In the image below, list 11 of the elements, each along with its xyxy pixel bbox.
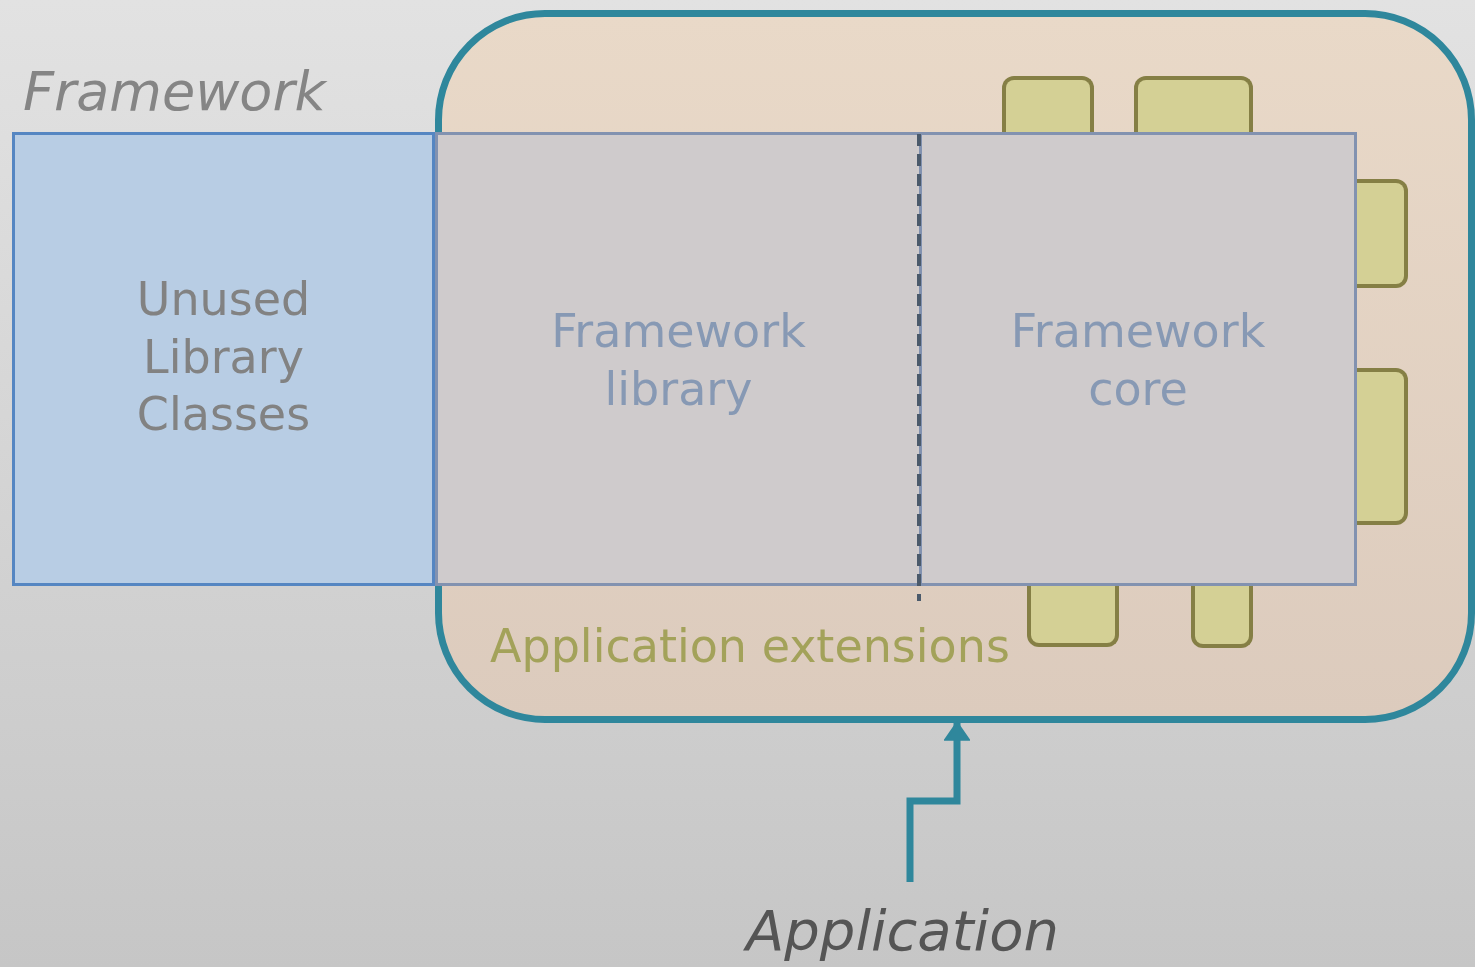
extension-box <box>1355 179 1408 288</box>
extension-box <box>1355 368 1408 525</box>
region-label: Framework core <box>1009 303 1267 418</box>
extension-box <box>1191 584 1253 648</box>
framework-heading: Framework <box>23 60 326 123</box>
extension-box <box>1002 76 1094 134</box>
region-label: Unused Library Classes <box>135 271 312 443</box>
extension-box <box>1134 76 1253 134</box>
extensions-label: Application extensions <box>490 619 1010 673</box>
region-label: Framework library <box>550 303 807 418</box>
extension-box <box>1027 584 1119 647</box>
